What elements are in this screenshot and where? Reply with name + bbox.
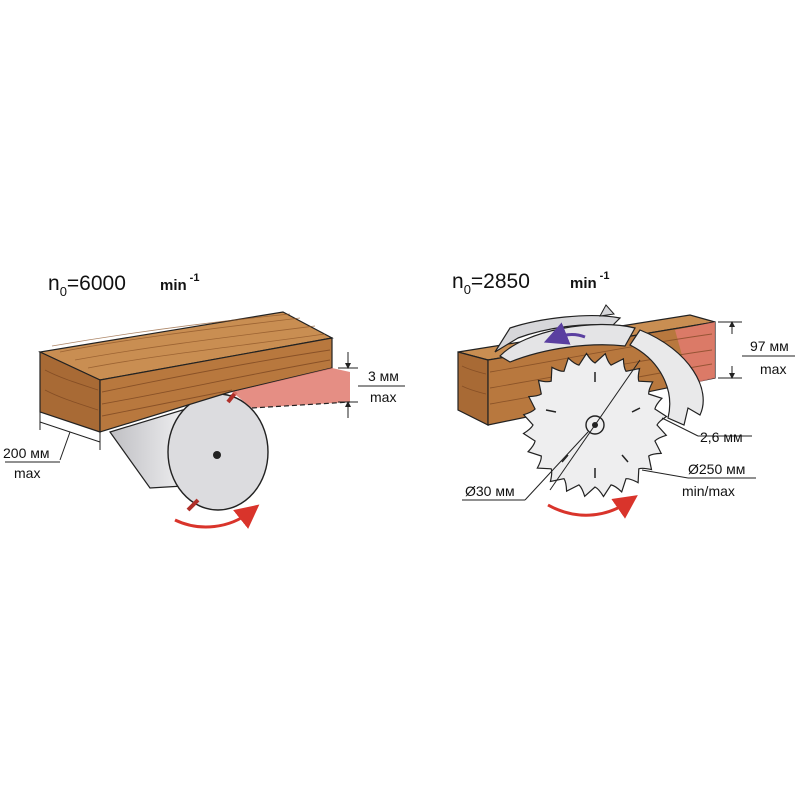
planer-width-max: max [14,465,40,481]
planer-cutter-head [109,390,269,512]
planer-speed-unit: min-1 [160,272,199,294]
saw-kerf-value: 2,6 мм [700,429,743,445]
planer-diagram: n0=6000 min-1 [3,272,405,529]
saw-kerf-leader [661,417,752,437]
planer-shaft-hole [213,451,221,459]
saw-diameter-leader [549,359,756,491]
planer-speed-label: n0=6000 [48,272,126,299]
planer-width-dimension [5,412,101,463]
saw-diagram: n0=2850 min-1 [452,270,795,519]
saw-diameter-note: min/max [682,483,735,499]
saw-height-dimension [718,321,795,379]
planer-width-value: 200 мм [3,445,50,461]
planer-depth-max: max [370,389,396,405]
planer-depth-value: 3 мм [368,368,399,384]
saw-rotation-arrow [547,495,638,519]
saw-bore-leader [462,431,589,501]
saw-height-value: 97 мм [750,338,789,354]
saw-height-max: max [760,361,786,377]
planer-rotation-arrow [174,504,260,529]
planer-workpiece [37,311,351,433]
saw-speed-unit: min-1 [570,270,609,292]
saw-diameter-value: Ø250 мм [688,461,745,477]
saw-speed-label: n0=2850 [452,270,530,297]
saw-bore-value: Ø30 мм [465,483,515,499]
saw-bore [585,415,605,435]
saw-direction-arrow-top [543,322,586,345]
saw-blade-guard [629,329,704,426]
planer-depth-dimension [338,352,405,418]
